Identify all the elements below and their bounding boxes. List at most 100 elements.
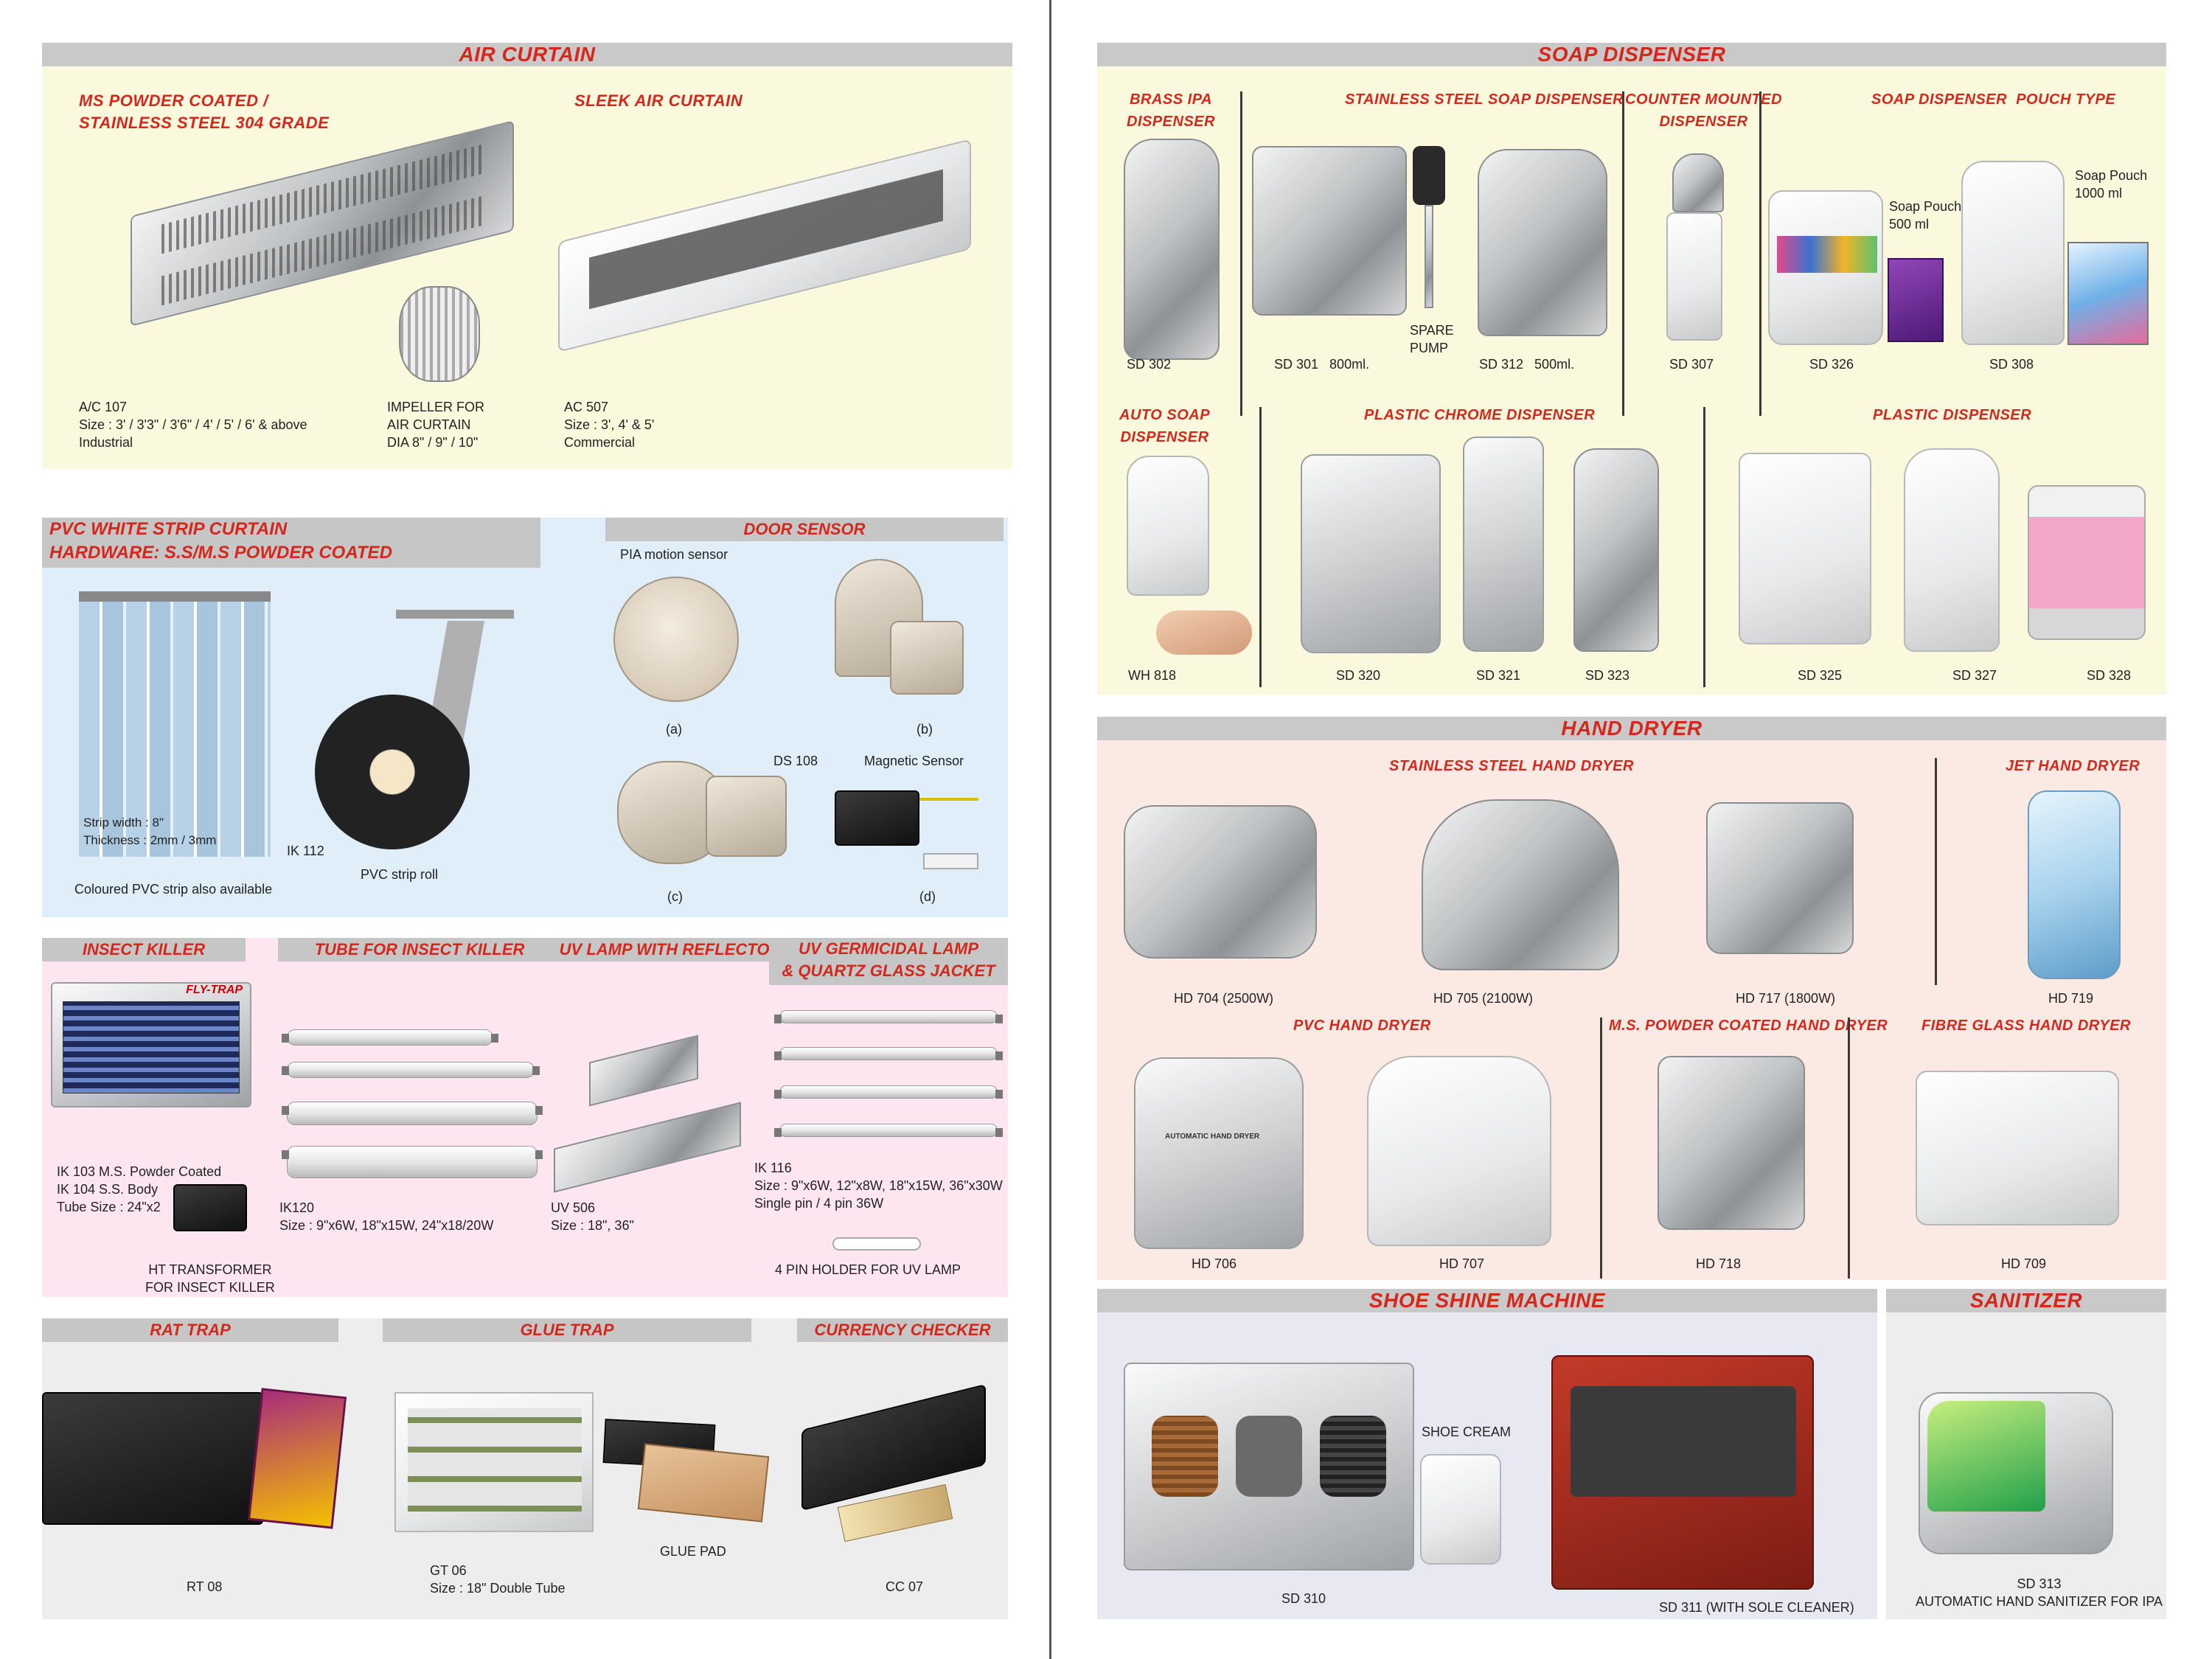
pia-sensor-image: [613, 577, 739, 702]
germ-tube-4: [774, 1124, 1003, 1137]
brass-ipa-heading: BRASS IPA DISPENSER: [1127, 91, 1216, 130]
hd709-image: [1916, 1071, 2119, 1225]
currency-checker-title: CURRENCY CHECKER: [814, 1321, 991, 1339]
shoe-section: SHOE SHINE MACHINE SHOE CREAM SD 310 SD …: [1097, 1289, 1877, 1619]
bottom-left-section: RAT TRAP GLUE TRAP CURRENCY CHECKER RT 0…: [42, 1318, 1008, 1619]
ds108-label: DS 108: [773, 754, 818, 768]
rat-trap-image: [42, 1392, 263, 1525]
tube-2: [282, 1062, 540, 1078]
sleek-air-curtain-image: [558, 139, 971, 352]
hd704-label: HD 704 (2500W): [1174, 991, 1274, 1006]
fibre-dryer-heading: FIBRE GLASS HAND DRYER: [1921, 1018, 2131, 1034]
impeller-caption: IMPELLER FOR AIR CURTAIN DIA 8" / 9" / 1…: [387, 400, 485, 450]
glue-pad-label: GLUE PAD: [660, 1544, 726, 1559]
soap-section: SOAP DISPENSER BRASS IPA DISPENSER STAIN…: [1097, 43, 2166, 695]
pvc-roll-hanger: [396, 610, 514, 619]
insect-killer-title-bar: INSECT KILLER: [42, 938, 246, 961]
tube-title-bar: TUBE FOR INSECT KILLER: [278, 938, 561, 961]
ht-transformer-caption: HT TRANSFORMER FOR INSECT KILLER: [145, 1262, 275, 1295]
pouch-heading: SOAP DISPENSER POUCH TYPE: [1871, 91, 2116, 108]
strip-curtain-image: [79, 591, 271, 857]
hd706-image: AUTOMATIC HAND DRYER: [1134, 1057, 1304, 1249]
sd313-image: [1919, 1392, 2113, 1554]
uv-lamp-title: UV LAMP WITH REFLECTOR: [559, 940, 782, 959]
sd311-label: SD 311 (WITH SOLE CLEANER): [1659, 1600, 1854, 1615]
shoe-cream-image: [1420, 1454, 1501, 1565]
magnetic-sensor-image: [835, 790, 919, 846]
pvc-roll-image: [315, 695, 470, 849]
sd301-image: [1252, 146, 1407, 316]
sd307-image: [1666, 212, 1722, 341]
sanitizer-title: SANITIZER: [1969, 1289, 2083, 1312]
wh818-image: [1127, 456, 1209, 596]
pia-label: PIA motion sensor: [620, 547, 728, 562]
sanitizer-section: SANITIZER SD 313 AUTOMATIC HAND SANITIZE…: [1886, 1289, 2166, 1619]
sd321-image: [1463, 437, 1544, 652]
insect-killer-title: INSECT KILLER: [82, 940, 206, 959]
sd320-label: SD 320: [1336, 668, 1381, 683]
sd320-image: [1301, 454, 1441, 653]
insect-section: INSECT KILLER TUBE FOR INSECT KILLER UV …: [42, 938, 1008, 1297]
spare-pump-image: [1413, 146, 1445, 205]
uv-lamp-title-bar: UV LAMP WITH REFLECTOR: [551, 938, 790, 961]
hd719-label: HD 719: [2048, 991, 2094, 1006]
insect-killer-image: FLY-TRAP: [51, 982, 251, 1107]
sd328-image: [2028, 485, 2146, 640]
sd308-image: [1961, 161, 2065, 345]
door-sensor-title-bar: DOOR SENSOR: [605, 518, 1004, 541]
divider-2: [1622, 91, 1624, 416]
gt06-caption: GT 06 Size : 18" Double Tube: [430, 1563, 566, 1596]
sd326-label: SD 326: [1809, 357, 1854, 372]
counter-heading: COUNTER MOUNTED DISPENSER: [1625, 91, 1783, 130]
strip-curtain-title: PVC WHITE STRIP CURTAIN HARDWARE: S.S/M.…: [49, 519, 392, 563]
sensor-b-label: (b): [917, 722, 933, 737]
hd717-label: HD 717 (1800W): [1736, 991, 1836, 1006]
uv-reflector-large: [554, 1102, 741, 1193]
soap-title-bar: SOAP DISPENSER: [1097, 43, 2166, 66]
uv506-caption: UV 506 Size : 18", 36": [551, 1200, 634, 1233]
impeller-image: [399, 286, 480, 382]
cc07-label: CC 07: [886, 1579, 924, 1594]
hd707-label: HD 707: [1439, 1256, 1485, 1271]
sd326-image: [1768, 190, 1883, 345]
auto-soap-heading: AUTO SOAP DISPENSER: [1119, 407, 1211, 445]
germ-tube-3: [774, 1085, 1003, 1099]
rat-trap-title-bar: RAT TRAP: [42, 1318, 338, 1342]
sd307-label: SD 307: [1669, 357, 1714, 372]
pouch1000-image: [2067, 242, 2149, 345]
hd718-label: HD 718: [1696, 1256, 1742, 1271]
hand-image: [1156, 611, 1252, 655]
germ-tube-2: [774, 1047, 1003, 1060]
sd323-label: SD 323: [1585, 668, 1630, 683]
air-curtain-sub1: MS POWDER COATED / STAINLESS STEEL 304 G…: [79, 91, 330, 132]
ik120-caption: IK120 Size : 9"x6W, 18"x15W, 24"x18/20W: [279, 1200, 494, 1233]
shoe-title: SHOE SHINE MACHINE: [1368, 1289, 1606, 1312]
coloured-strip-note: Coloured PVC strip also available: [74, 882, 273, 897]
sd308-label: SD 308: [1989, 357, 2034, 372]
dryer-title-bar: HAND DRYER: [1097, 717, 2166, 740]
divider-4: [1259, 407, 1262, 687]
germ-tube-1: [774, 1010, 1003, 1023]
tube-4: [282, 1146, 543, 1178]
uv-germicidal-title-bar: UV GERMICIDAL LAMP & QUARTZ GLASS JACKET: [769, 938, 1008, 985]
spare-pump-stem: [1425, 205, 1433, 308]
sd325-label: SD 325: [1798, 668, 1843, 683]
flytrap-label: FLY-TRAP: [186, 984, 243, 996]
sd327-image: [1904, 448, 2000, 652]
plastic-heading: PLASTIC DISPENSER: [1873, 407, 2032, 423]
sensor-c-label: (c): [667, 889, 683, 904]
ss-soap-heading: STAINLESS STEEL SOAP DISPENSER: [1345, 91, 1624, 108]
air-curtain-sub2: SLEEK AIR CURTAIN: [574, 91, 743, 110]
ik116-caption: IK 116 Size : 9"x6W, 12"x8W, 18"x15W, 36…: [754, 1161, 1003, 1211]
sd311-image: [1551, 1355, 1814, 1590]
hd718-image: [1658, 1056, 1805, 1230]
door-sensor-title: DOOR SENSOR: [743, 520, 866, 538]
magnetic-wire: [919, 798, 978, 801]
sd312-image: [1478, 149, 1607, 336]
sd321-label: SD 321: [1476, 668, 1521, 683]
hd707-image: [1367, 1056, 1551, 1246]
holder-caption: 4 PIN HOLDER FOR UV LAMP: [775, 1262, 961, 1277]
pouch1000-label: Soap Pouch 1000 ml: [2075, 168, 2148, 201]
shoe-title-bar: SHOE SHINE MACHINE: [1097, 1289, 1877, 1312]
sanitizer-title-bar: SANITIZER: [1886, 1289, 2166, 1312]
